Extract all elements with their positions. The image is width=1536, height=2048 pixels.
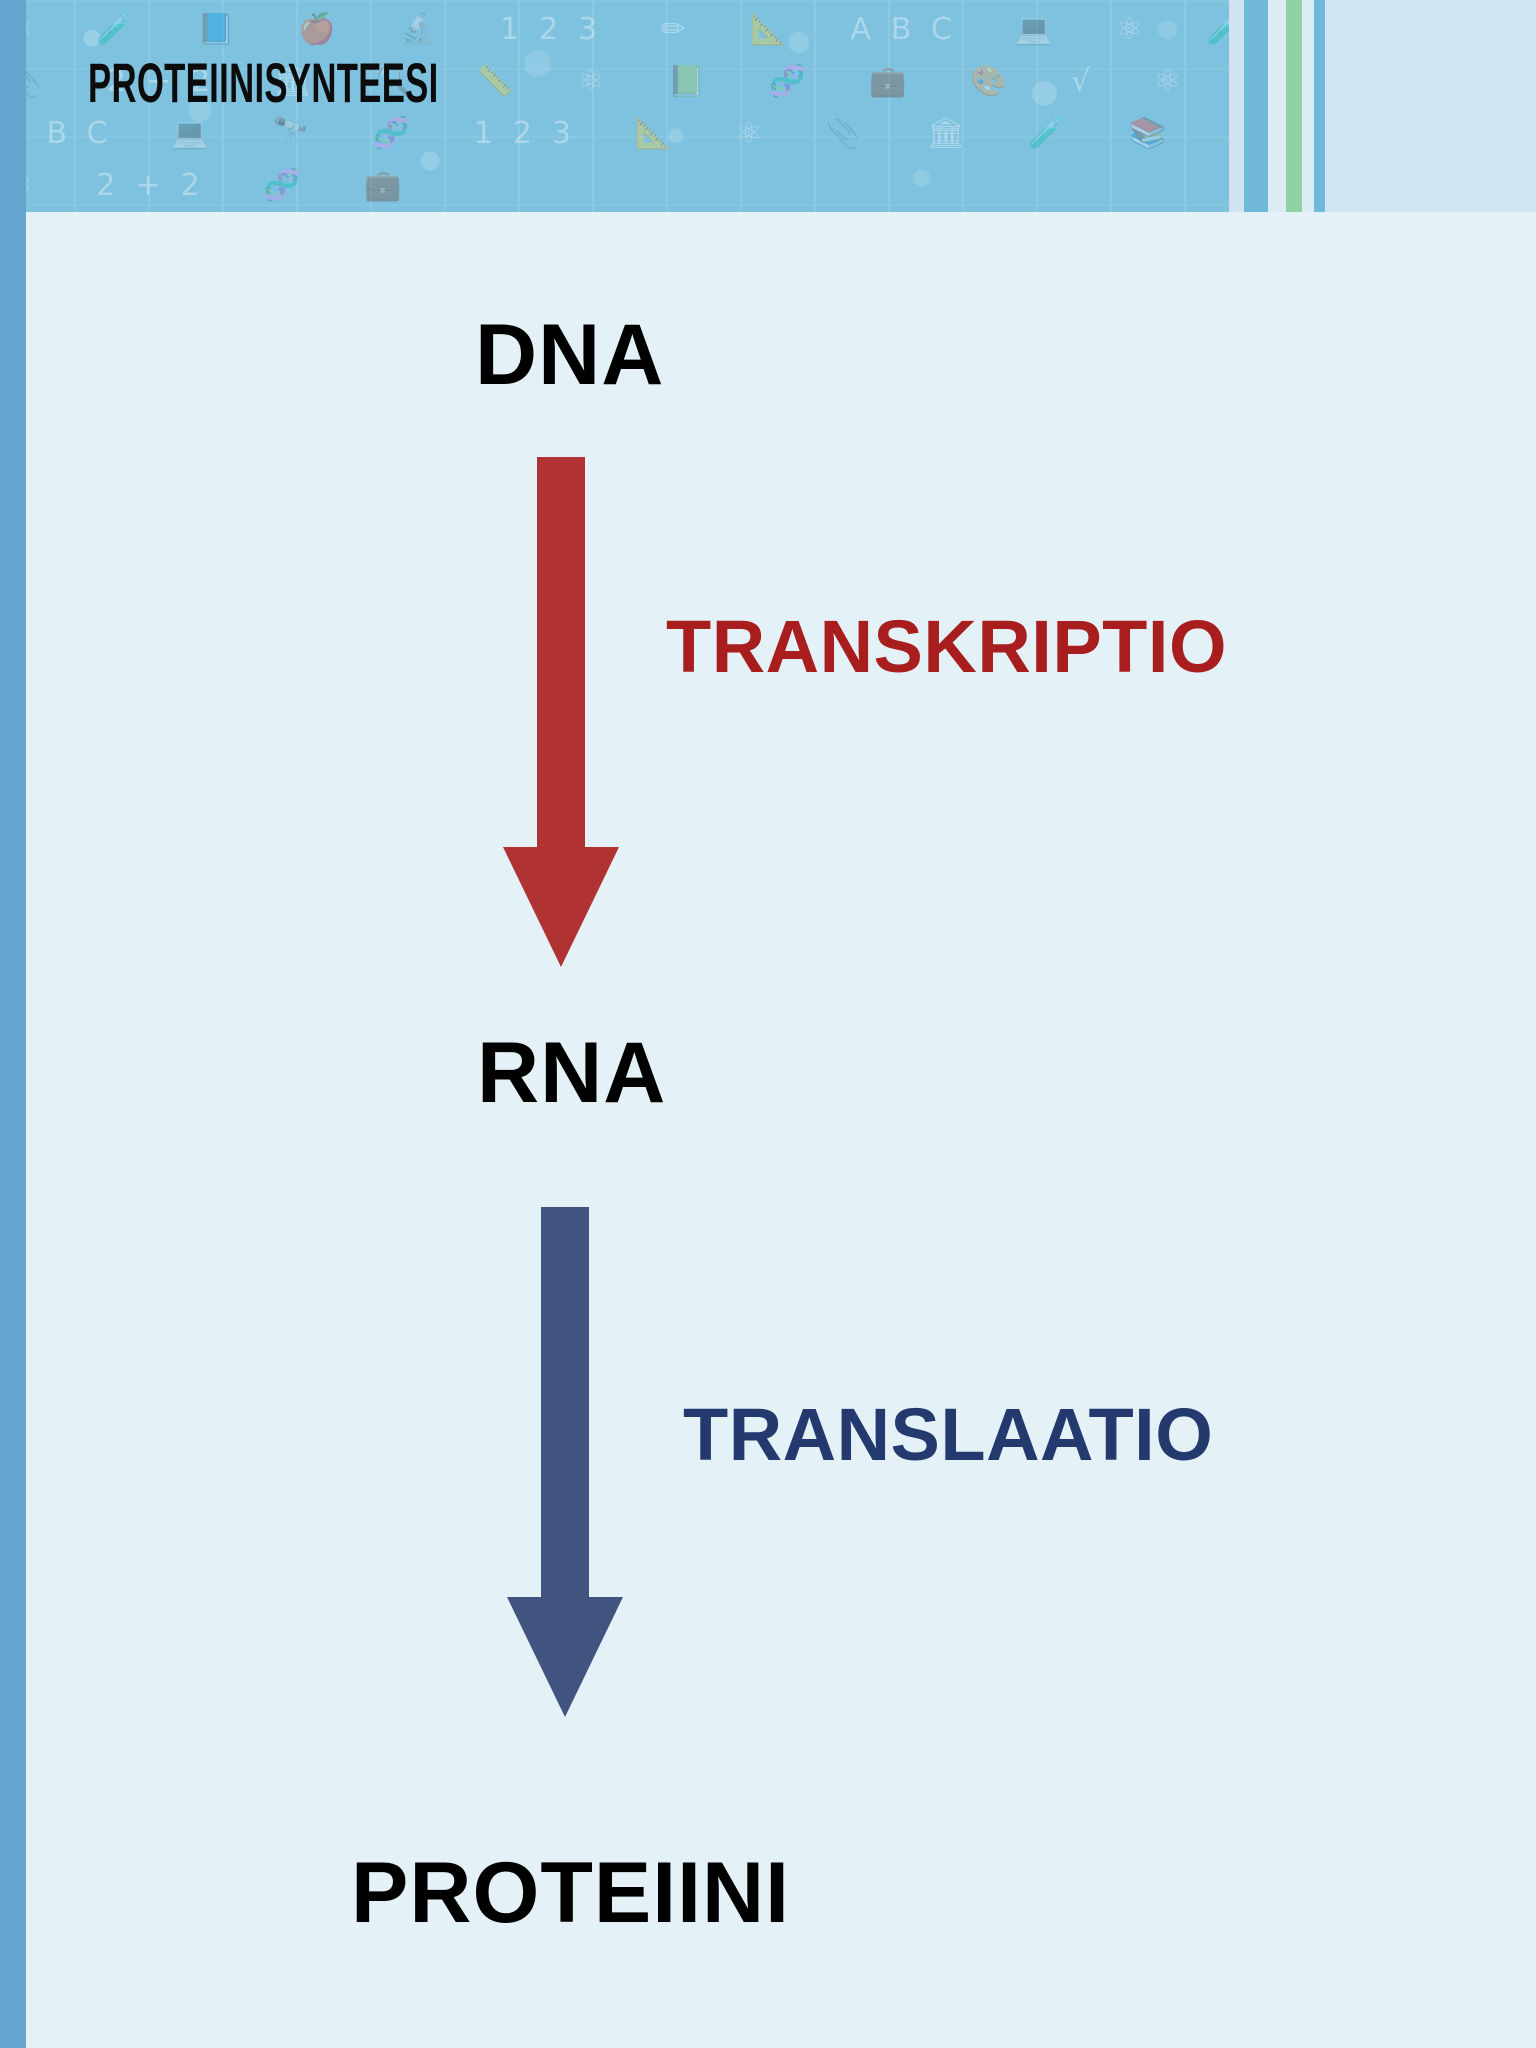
step-label-translaatio: TRANSLAATIO	[683, 1393, 1214, 1476]
page-title: PROTEIINISYNTEESI	[88, 51, 439, 114]
transcription-arrow-icon	[503, 457, 619, 967]
protein-synthesis-diagram: DNA TRANSKRIPTIO RNA TRANSLAATIO PROTEII…	[26, 212, 1536, 2048]
header-stripe-green	[1286, 0, 1302, 212]
step-label-transkriptio: TRANSKRIPTIO	[666, 605, 1227, 688]
node-label-rna: RNA	[477, 1025, 667, 1121]
translation-arrow-icon	[507, 1207, 623, 1717]
header-stripe-light-2	[1268, 0, 1286, 212]
header-light-zone	[1322, 0, 1536, 212]
node-label-dna: DNA	[475, 307, 665, 403]
header-stripe-blue-1	[1244, 0, 1268, 212]
header-stripe-blue-2	[1314, 0, 1325, 212]
slide-header-band: ⚛ 🧪 📘 🍎 🔬 123 ✏ 📐 ABC 💻 ⚛ 🧪 📚 🧬 📎 2+2 🏛 …	[0, 0, 1536, 212]
node-label-proteiini: PROTEIINI	[351, 1845, 791, 1941]
header-stripe-light-3	[1302, 0, 1314, 212]
left-accent-strip	[0, 0, 26, 2048]
header-stripe-light-1	[1229, 0, 1244, 212]
